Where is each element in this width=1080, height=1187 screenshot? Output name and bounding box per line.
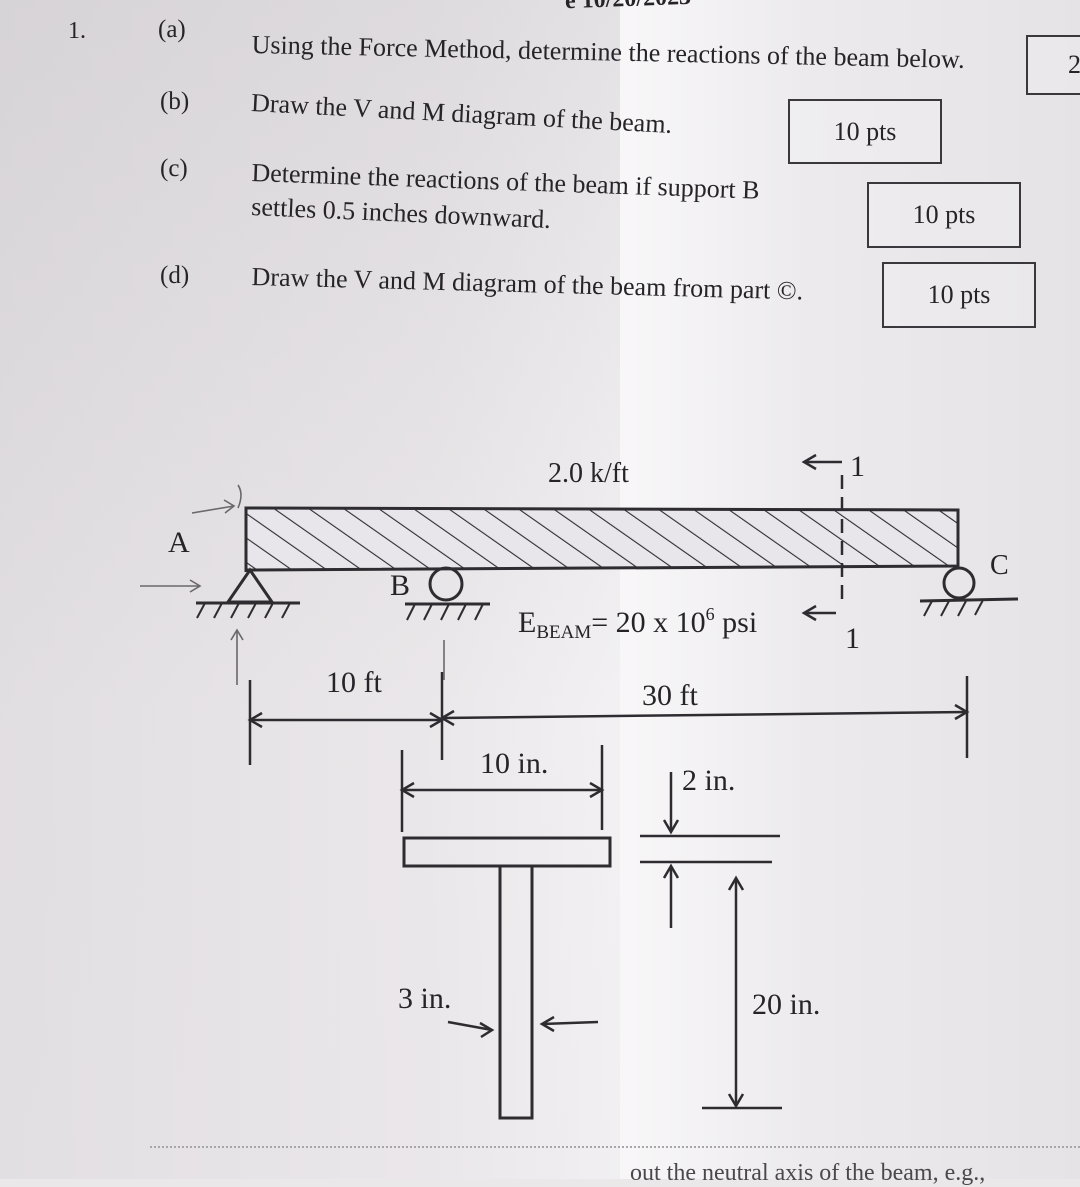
part-b-points: 10 pts: [833, 116, 897, 146]
flange-thickness-label: 2 in.: [682, 764, 735, 797]
beam-body: [244, 506, 960, 572]
part-d-label: (d): [160, 262, 190, 289]
part-d-points-box: 10 pts: [882, 262, 1036, 328]
support-c-label: C: [990, 550, 1009, 581]
divider-line: [150, 1146, 1080, 1148]
part-c-points-box: 10 pts: [867, 182, 1021, 248]
span-dimension-lines: [247, 672, 970, 765]
section-cut-marker: [801, 453, 844, 622]
part-a-points-box: 2: [1026, 35, 1080, 95]
page-shadow: [0, 0, 620, 1179]
part-c-label: (c): [160, 155, 188, 182]
support-b-roller: [405, 566, 490, 621]
part-a-points: 2: [1068, 50, 1080, 79]
section-label-bottom: 1: [845, 622, 860, 655]
support-a-pin: [196, 567, 300, 619]
span-ab-label: 10 ft: [326, 666, 382, 699]
web-thickness-label: 3 in.: [398, 982, 451, 1015]
reaction-arrows-a: [140, 484, 445, 685]
section-label-top: 1: [850, 450, 865, 483]
part-c-points: 10 pts: [912, 200, 976, 229]
section-dimension-lines: [399, 745, 782, 1110]
support-a-label: A: [168, 526, 190, 559]
modulus-unit: psi: [715, 606, 758, 639]
distributed-load-label: 2.0 k/ft: [548, 458, 629, 489]
modulus-subscript: BEAM: [536, 622, 591, 643]
flange-width-label: 10 in.: [480, 747, 548, 780]
part-a-label: (a): [158, 16, 186, 43]
modulus-value: = 20 x 10: [591, 606, 705, 639]
question-number: 1.: [68, 18, 86, 44]
modulus-exponent: 6: [706, 604, 715, 624]
span-bc-label: 30 ft: [642, 679, 698, 712]
footer-fragment: out the neutral axis of the beam, e.g.,: [630, 1160, 986, 1186]
web-height-label: 20 in.: [752, 988, 820, 1021]
part-b-label: (b): [160, 88, 190, 115]
t-cross-section: [402, 836, 612, 1120]
modulus-label: EBEAM= 20 x 106 psi: [518, 604, 757, 643]
part-d-points: 10 pts: [927, 280, 991, 309]
support-b-label: B: [390, 569, 410, 602]
part-b-points-box: 10 pts: [788, 99, 942, 164]
modulus-prefix: E: [518, 606, 536, 639]
support-c-roller: [919, 566, 1019, 617]
